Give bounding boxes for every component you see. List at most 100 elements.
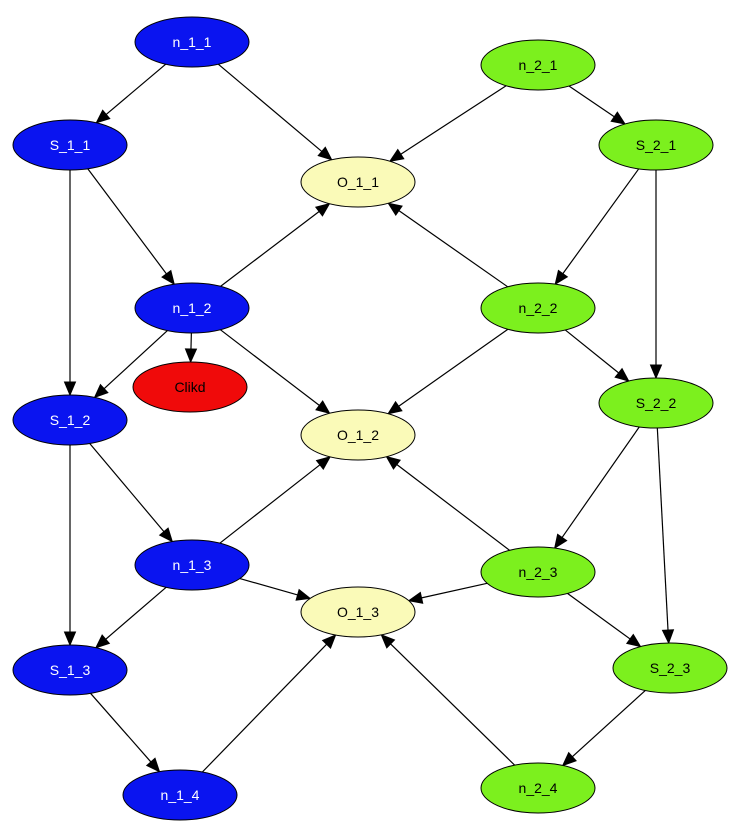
edge-n_1_3-to-O_1_3 — [239, 577, 312, 601]
node-ellipse[interactable] — [12, 119, 128, 171]
arrowhead-icon — [93, 383, 109, 399]
arrowhead-icon — [63, 381, 77, 397]
edge-n_2_1-to-O_1_1 — [388, 85, 507, 162]
node-ellipse[interactable] — [480, 546, 596, 598]
edge-n_2_2-to-O_1_1 — [387, 202, 509, 288]
edge-S_2_1-to-S_2_2 — [649, 170, 663, 380]
node-ellipse[interactable] — [480, 282, 596, 334]
edge-S_1_1-to-S_1_2 — [63, 170, 77, 397]
edge-n_1_4-to-O_1_3 — [201, 634, 337, 773]
node-label: S_2_3 — [650, 660, 691, 676]
node-S_1_2[interactable]: S_1_2 — [12, 394, 128, 446]
edge-n_2_2-to-S_2_2 — [564, 329, 630, 382]
arrowhead-icon — [387, 400, 403, 415]
node-label: S_1_2 — [50, 412, 91, 428]
node-label: Clikd — [174, 379, 205, 395]
node-ellipse[interactable] — [480, 39, 596, 91]
node-O_1_1[interactable]: O_1_1 — [300, 156, 416, 208]
edge-line — [105, 586, 167, 640]
node-ellipse[interactable] — [300, 409, 416, 461]
edge-line — [103, 330, 168, 390]
node-S_1_3[interactable]: S_1_3 — [12, 644, 128, 696]
arrowhead-icon — [649, 364, 663, 380]
edge-line — [90, 692, 152, 763]
edge-line — [400, 85, 507, 155]
arrowhead-icon — [95, 109, 111, 124]
node-ellipse[interactable] — [300, 586, 416, 638]
node-label: O_1_2 — [337, 427, 379, 443]
arrowhead-icon — [94, 634, 111, 649]
edge-n_1_2-to-Clikd — [184, 332, 198, 364]
arrowhead-icon — [554, 269, 569, 286]
arrowhead-icon — [661, 629, 675, 645]
arrowhead-icon — [610, 111, 627, 125]
edge-n_1_2-to-S_1_2 — [93, 330, 168, 399]
arrowhead-icon — [295, 588, 312, 601]
edge-line — [564, 329, 619, 374]
edge-line — [568, 85, 615, 118]
arrowhead-icon — [614, 367, 630, 382]
node-label: n_1_2 — [173, 300, 212, 316]
edge-S_2_3-to-n_2_4 — [561, 690, 646, 767]
node-label: n_1_1 — [173, 34, 212, 50]
edge-S_2_2-to-n_2_3 — [553, 426, 640, 550]
edge-line — [567, 592, 631, 640]
node-n_2_4[interactable]: n_2_4 — [480, 762, 596, 814]
node-n_1_4[interactable]: n_1_4 — [122, 769, 238, 821]
edge-n_2_4-to-O_1_3 — [380, 633, 516, 766]
node-label: O_1_3 — [337, 604, 379, 620]
node-ellipse[interactable] — [134, 282, 250, 334]
arrowhead-icon — [553, 533, 568, 550]
node-n_2_3[interactable]: n_2_3 — [480, 546, 596, 598]
node-S_2_2[interactable]: S_2_2 — [598, 377, 714, 429]
edge-S_2_2-to-S_2_3 — [656, 427, 675, 645]
arrowhead-icon — [63, 631, 77, 647]
edge-line — [562, 168, 640, 274]
arrowhead-icon — [158, 527, 174, 543]
node-O_1_3[interactable]: O_1_3 — [300, 586, 416, 638]
node-ellipse[interactable] — [12, 394, 128, 446]
node-S_2_1[interactable]: S_2_1 — [598, 119, 714, 171]
node-ellipse[interactable] — [300, 156, 416, 208]
node-ellipse[interactable] — [122, 769, 238, 821]
node-ellipse[interactable] — [480, 762, 596, 814]
node-label: S_2_2 — [636, 395, 677, 411]
node-label: S_1_1 — [50, 137, 91, 153]
arrowhead-icon — [315, 400, 331, 415]
edge-line — [561, 426, 640, 538]
edge-n_1_1-to-S_1_1 — [95, 63, 167, 124]
node-label: n_1_4 — [161, 787, 200, 803]
edge-line — [398, 210, 509, 288]
node-ellipse[interactable] — [134, 539, 250, 591]
node-Clikd[interactable]: Clikd — [132, 361, 248, 413]
node-n_2_2[interactable]: n_2_2 — [480, 282, 596, 334]
node-ellipse[interactable] — [132, 361, 248, 413]
node-n_2_1[interactable]: n_2_1 — [480, 39, 596, 91]
arrowhead-icon — [314, 202, 331, 217]
node-S_2_3[interactable]: S_2_3 — [612, 642, 728, 694]
node-n_1_2[interactable]: n_1_2 — [134, 282, 250, 334]
node-ellipse[interactable] — [12, 644, 128, 696]
edge-n_2_2-to-O_1_2 — [387, 328, 509, 415]
node-label: S_1_3 — [50, 662, 91, 678]
node-n_1_1[interactable]: n_1_1 — [134, 16, 250, 68]
node-ellipse[interactable] — [612, 642, 728, 694]
edge-line — [421, 582, 488, 599]
arrowhead-icon — [561, 751, 577, 767]
node-O_1_2[interactable]: O_1_2 — [300, 409, 416, 461]
edge-line — [201, 643, 327, 773]
node-n_1_3[interactable]: n_1_3 — [134, 539, 250, 591]
node-ellipse[interactable] — [598, 377, 714, 429]
node-ellipse[interactable] — [598, 119, 714, 171]
edge-line — [219, 329, 320, 406]
edge-line — [656, 427, 669, 631]
node-ellipse[interactable] — [134, 16, 250, 68]
edge-line — [398, 328, 509, 407]
edge-n_1_1-to-O_1_1 — [217, 63, 333, 161]
arrowhead-icon — [407, 591, 424, 604]
arrowhead-icon — [380, 633, 396, 649]
edge-n_1_2-to-O_1_2 — [219, 329, 331, 415]
node-S_1_1[interactable]: S_1_1 — [12, 119, 128, 171]
